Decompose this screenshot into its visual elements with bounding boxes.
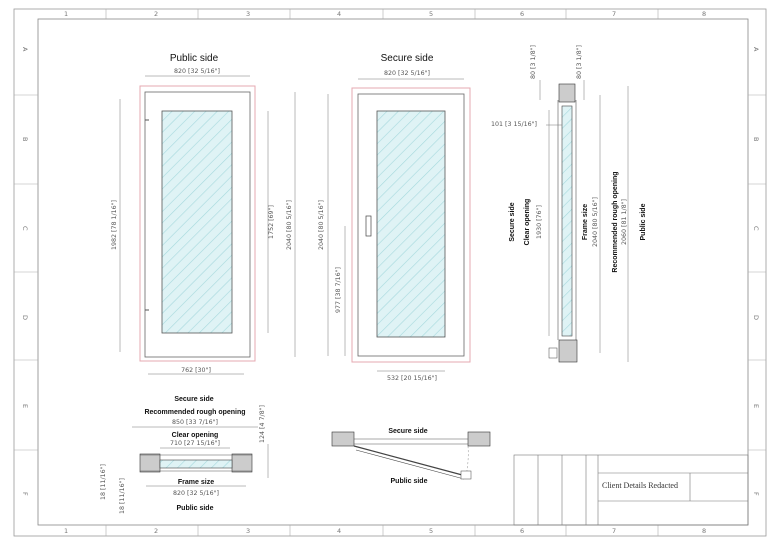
ruler-row-a: A bbox=[21, 47, 29, 52]
public-bottom-width: 762 [30"] bbox=[181, 367, 211, 374]
door-swing-plan bbox=[331, 431, 491, 480]
section-top-a: 80 [3 1/8"] bbox=[530, 45, 537, 79]
ruler-col-1: 1 bbox=[64, 10, 68, 18]
ruler-row-a-right: A bbox=[752, 47, 760, 52]
section-frame-size: Frame size bbox=[582, 204, 589, 240]
title-block bbox=[513, 454, 749, 526]
section-top-b: 80 [3 1/8"] bbox=[576, 45, 583, 79]
ruler-labels: 1 2 3 4 5 6 7 8 1 2 3 4 5 6 7 8 A B C D … bbox=[21, 10, 760, 535]
public-top-width: 820 [32 5/16"] bbox=[174, 68, 220, 75]
section-rough-opening-value: 2060 [81 1/8"] bbox=[621, 199, 628, 245]
ruler-row-f-right: F bbox=[752, 492, 760, 496]
section-rough-opening: Recommended rough opening bbox=[612, 171, 619, 272]
ruler-col-5-bottom: 5 bbox=[429, 527, 433, 535]
public-outer-height: 2040 [80 5/16"] bbox=[286, 200, 293, 250]
section-frame-size-value: 2040 [80 5/16"] bbox=[592, 197, 599, 247]
section-public-side: Public side bbox=[640, 203, 647, 240]
ruler-col-5: 5 bbox=[429, 10, 433, 18]
secure-side-elevation bbox=[351, 87, 471, 363]
ruler-col-3: 3 bbox=[246, 10, 250, 18]
plan-clear-opening: Clear opening bbox=[172, 432, 219, 439]
section-clear-opening-value: 1930 [76"] bbox=[536, 205, 543, 239]
public-side-elevation bbox=[139, 85, 256, 362]
ruler-col-6: 6 bbox=[520, 10, 524, 18]
sheet-outer-border bbox=[13, 8, 767, 537]
ruler-row-e-right: E bbox=[752, 404, 760, 408]
secure-side-title: Secure side bbox=[381, 53, 434, 64]
secure-side-dimensions bbox=[327, 78, 464, 372]
plan-section bbox=[132, 426, 269, 487]
plan-frame-size: Frame size bbox=[178, 479, 214, 486]
ruler-col-2-bottom: 2 bbox=[154, 527, 158, 535]
public-side-title: Public side bbox=[170, 53, 219, 64]
ruler-col-6-bottom: 6 bbox=[520, 527, 524, 535]
swing-public-side: Public side bbox=[391, 478, 428, 485]
ruler-row-c-right: C bbox=[752, 226, 760, 231]
plan-left-a: 18 [11/16"] bbox=[100, 464, 107, 500]
section-clear-opening: Clear opening bbox=[524, 199, 531, 246]
public-side-dimensions bbox=[119, 75, 296, 375]
title-block-client: Client Details Redacted bbox=[602, 481, 678, 490]
ruler-col-7: 7 bbox=[612, 10, 616, 18]
secure-top-width: 820 [32 5/16"] bbox=[384, 70, 430, 77]
ruler-row-c: C bbox=[21, 226, 29, 231]
secure-handle-height: 977 [38 7/16"] bbox=[335, 267, 342, 313]
secure-bottom-width: 532 [20 15/16"] bbox=[387, 375, 437, 382]
plan-rough-opening: Recommended rough opening bbox=[144, 409, 245, 416]
ruler-col-1-bottom: 1 bbox=[64, 527, 68, 535]
plan-rough-opening-value: 850 [33 7/16"] bbox=[172, 419, 218, 426]
ruler-col-4: 4 bbox=[337, 10, 341, 18]
door-handle-icon bbox=[365, 215, 372, 237]
plan-left-b: 18 [11/16"] bbox=[119, 478, 126, 514]
ruler-row-f: F bbox=[21, 492, 29, 496]
swing-secure-side: Secure side bbox=[388, 428, 427, 435]
secure-outer-height: 2040 [80 5/16"] bbox=[318, 200, 325, 250]
ruler-col-3-bottom: 3 bbox=[246, 527, 250, 535]
ruler-col-4-bottom: 4 bbox=[337, 527, 341, 535]
ruler-col-2: 2 bbox=[154, 10, 158, 18]
ruler-row-b: B bbox=[21, 137, 29, 141]
section-dimensions bbox=[539, 80, 629, 362]
vertical-section bbox=[548, 83, 578, 363]
ruler-row-b-right: B bbox=[752, 137, 760, 141]
public-inner-height: 1752 [69"] bbox=[268, 205, 275, 239]
plan-public-side: Public side bbox=[177, 505, 214, 512]
plan-secure-side: Secure side bbox=[174, 396, 213, 403]
ruler-col-7-bottom: 7 bbox=[612, 527, 616, 535]
plan-clear-opening-value: 710 [27 15/16"] bbox=[170, 440, 220, 447]
ruler-col-8: 8 bbox=[702, 10, 706, 18]
public-left-height: 1982 [78 1/16"] bbox=[111, 200, 118, 250]
ruler-row-e: E bbox=[21, 404, 29, 408]
plan-frame-size-value: 820 [32 5/16"] bbox=[173, 490, 219, 497]
section-frame-depth: 101 [3 15/16"] bbox=[491, 121, 537, 128]
top-ruler bbox=[14, 9, 766, 536]
ruler-row-d: D bbox=[21, 315, 29, 320]
ruler-row-d-right: D bbox=[752, 315, 760, 320]
ruler-col-8-bottom: 8 bbox=[702, 527, 706, 535]
section-secure-side: Secure side bbox=[509, 202, 516, 241]
plan-depth: 124 [4 7/8"] bbox=[259, 405, 266, 443]
